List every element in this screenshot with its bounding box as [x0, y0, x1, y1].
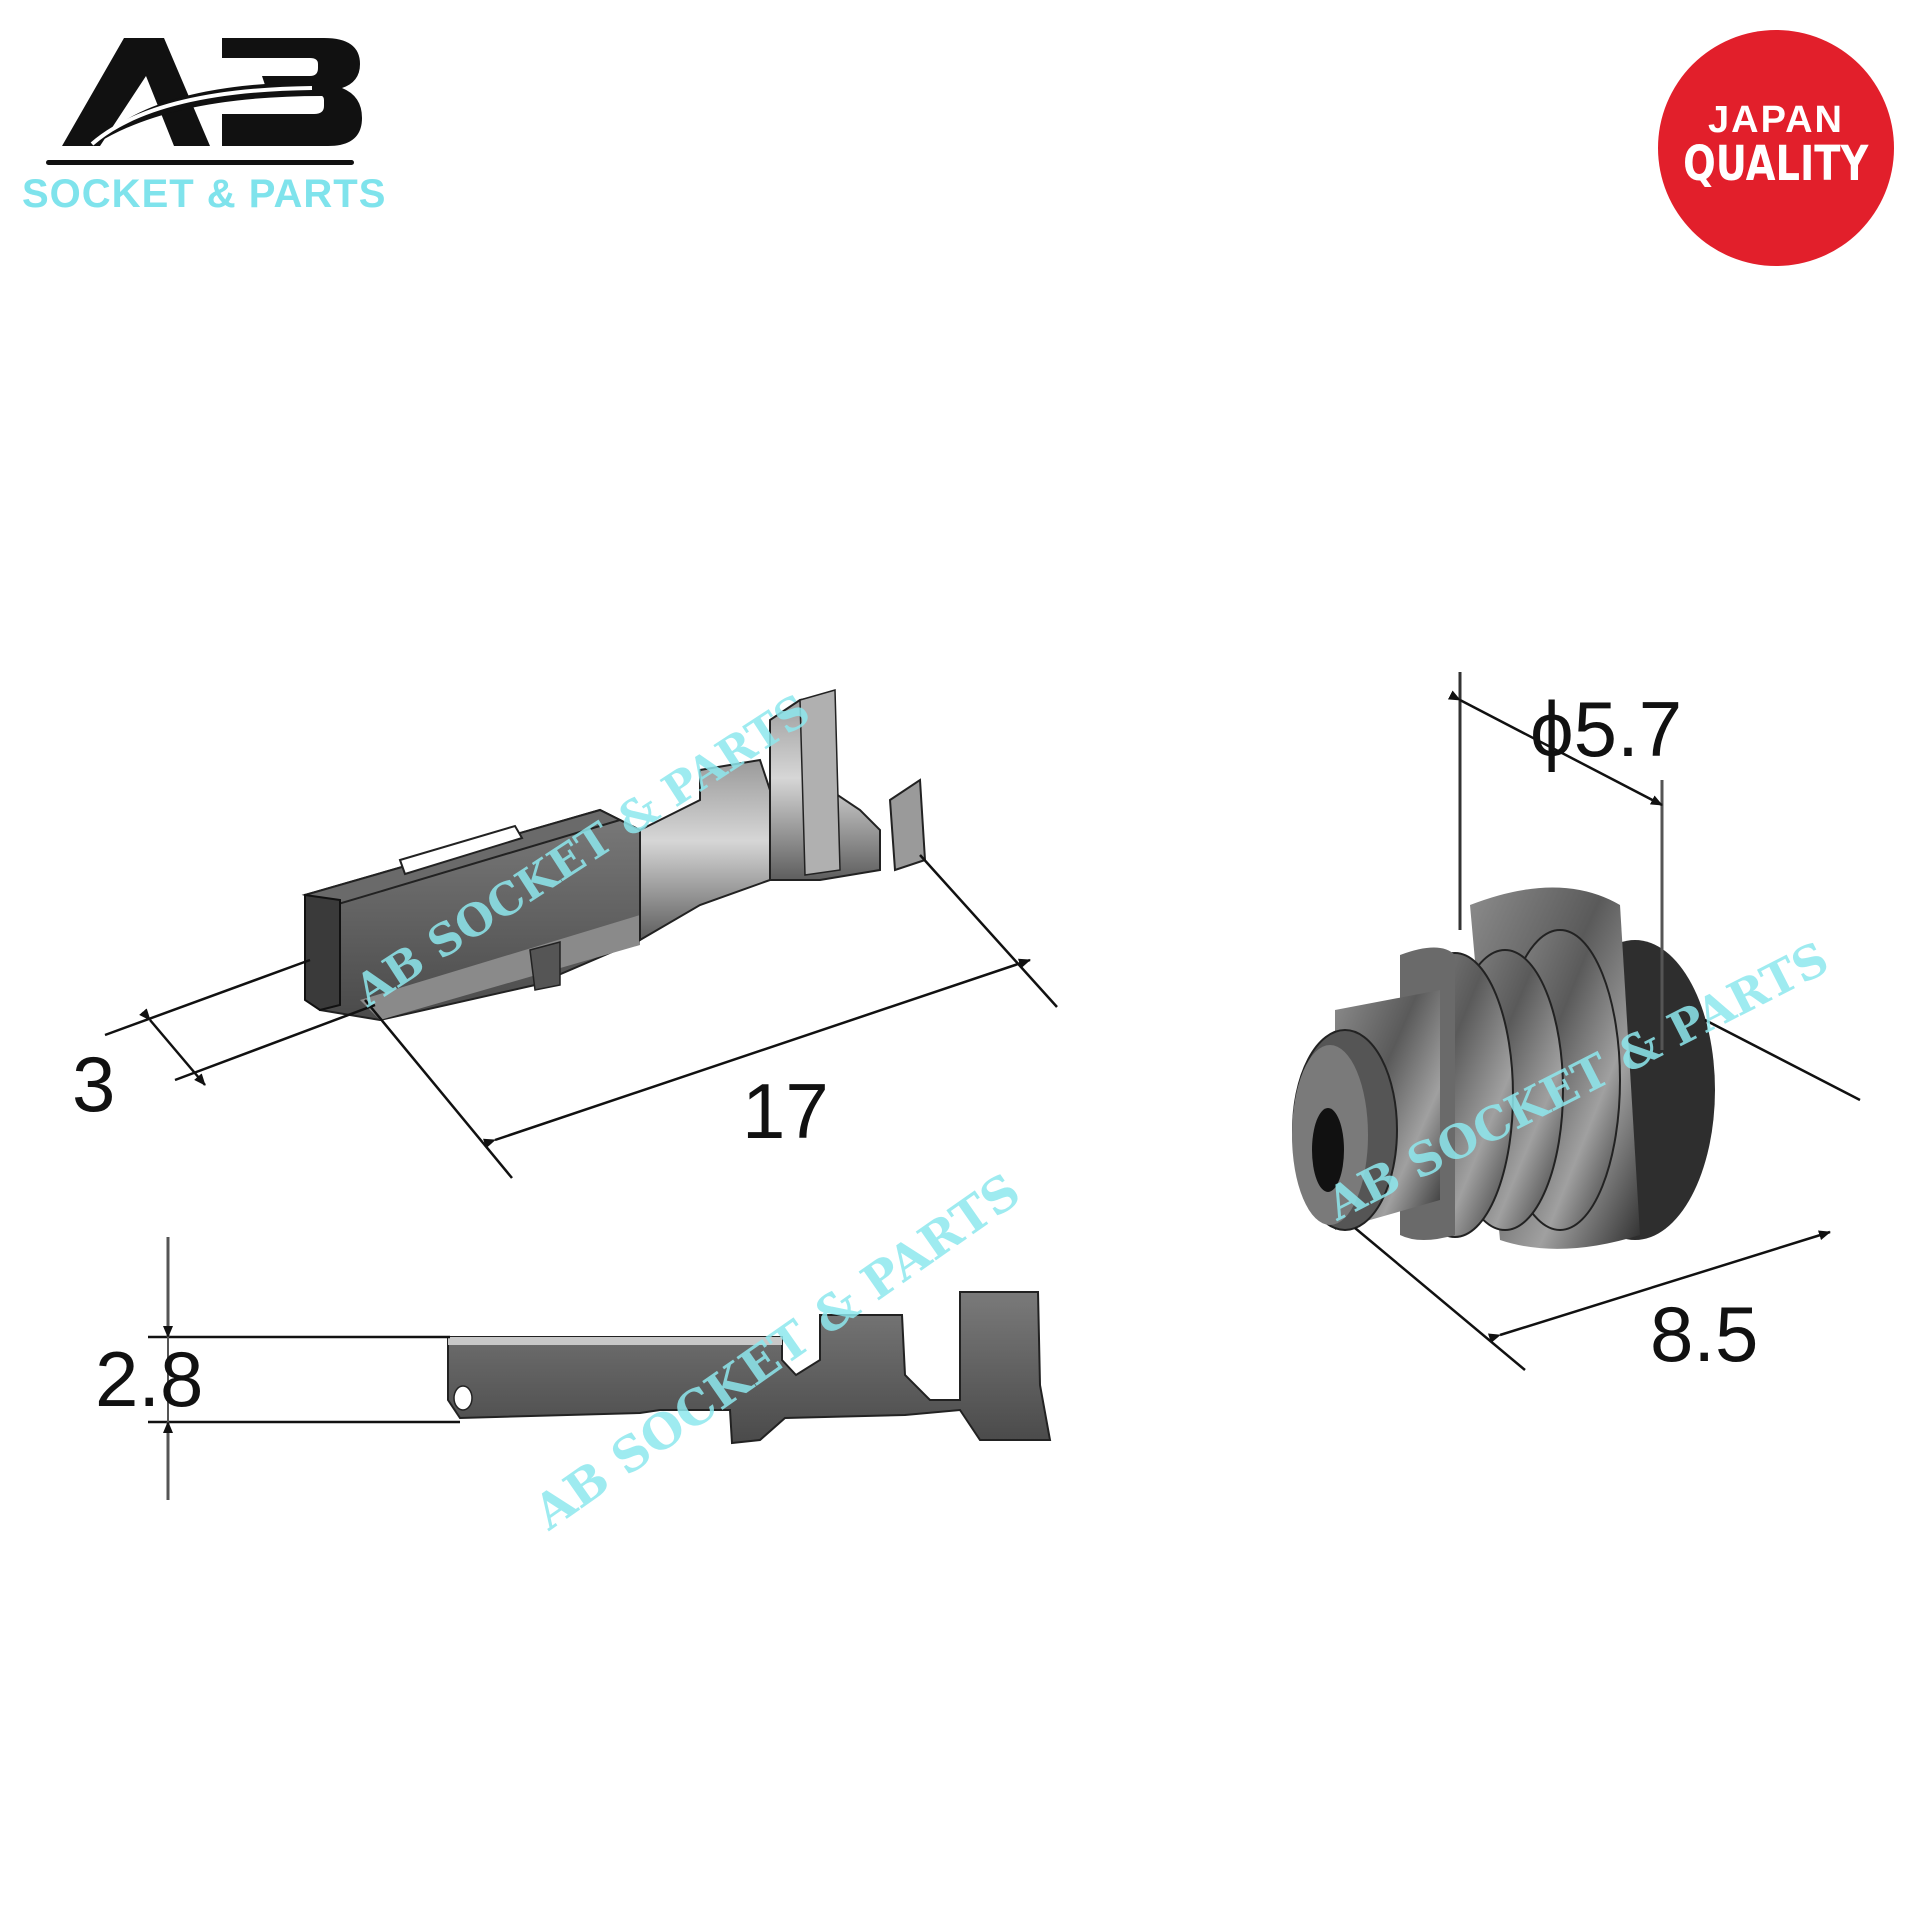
terminal-side-view [447, 1291, 1052, 1445]
label-length-17: 17 [742, 1067, 829, 1155]
ab-logo-mark-icon [62, 38, 362, 146]
label-length-8.5: 8.5 [1650, 1290, 1759, 1378]
logo-divider [46, 160, 354, 165]
dimension-length-17 [364, 854, 1058, 1179]
dimension-height-2.8 [148, 1237, 460, 1500]
label-width-3: 3 [72, 1040, 116, 1128]
logo-subtitle: SOCKET & PARTS [22, 172, 387, 216]
brand-logo: SOCKET & PARTS [0, 0, 400, 230]
japan-quality-badge: JAPAN QUALITY [1658, 30, 1894, 266]
label-height-2.8: 2.8 [95, 1335, 204, 1423]
wire-seal [1292, 887, 1715, 1249]
label-diameter-5.7: ϕ5.7 [1530, 685, 1683, 773]
dimension-width-3 [104, 958, 376, 1086]
dimension-length-8.5 [1354, 1018, 1861, 1371]
badge-line-2: QUALITY [1683, 135, 1869, 192]
badge-line-1: JAPAN [1708, 98, 1844, 141]
dimension-diameter-5.7 [1447, 672, 1664, 1050]
terminal-top-view [301, 689, 927, 1022]
